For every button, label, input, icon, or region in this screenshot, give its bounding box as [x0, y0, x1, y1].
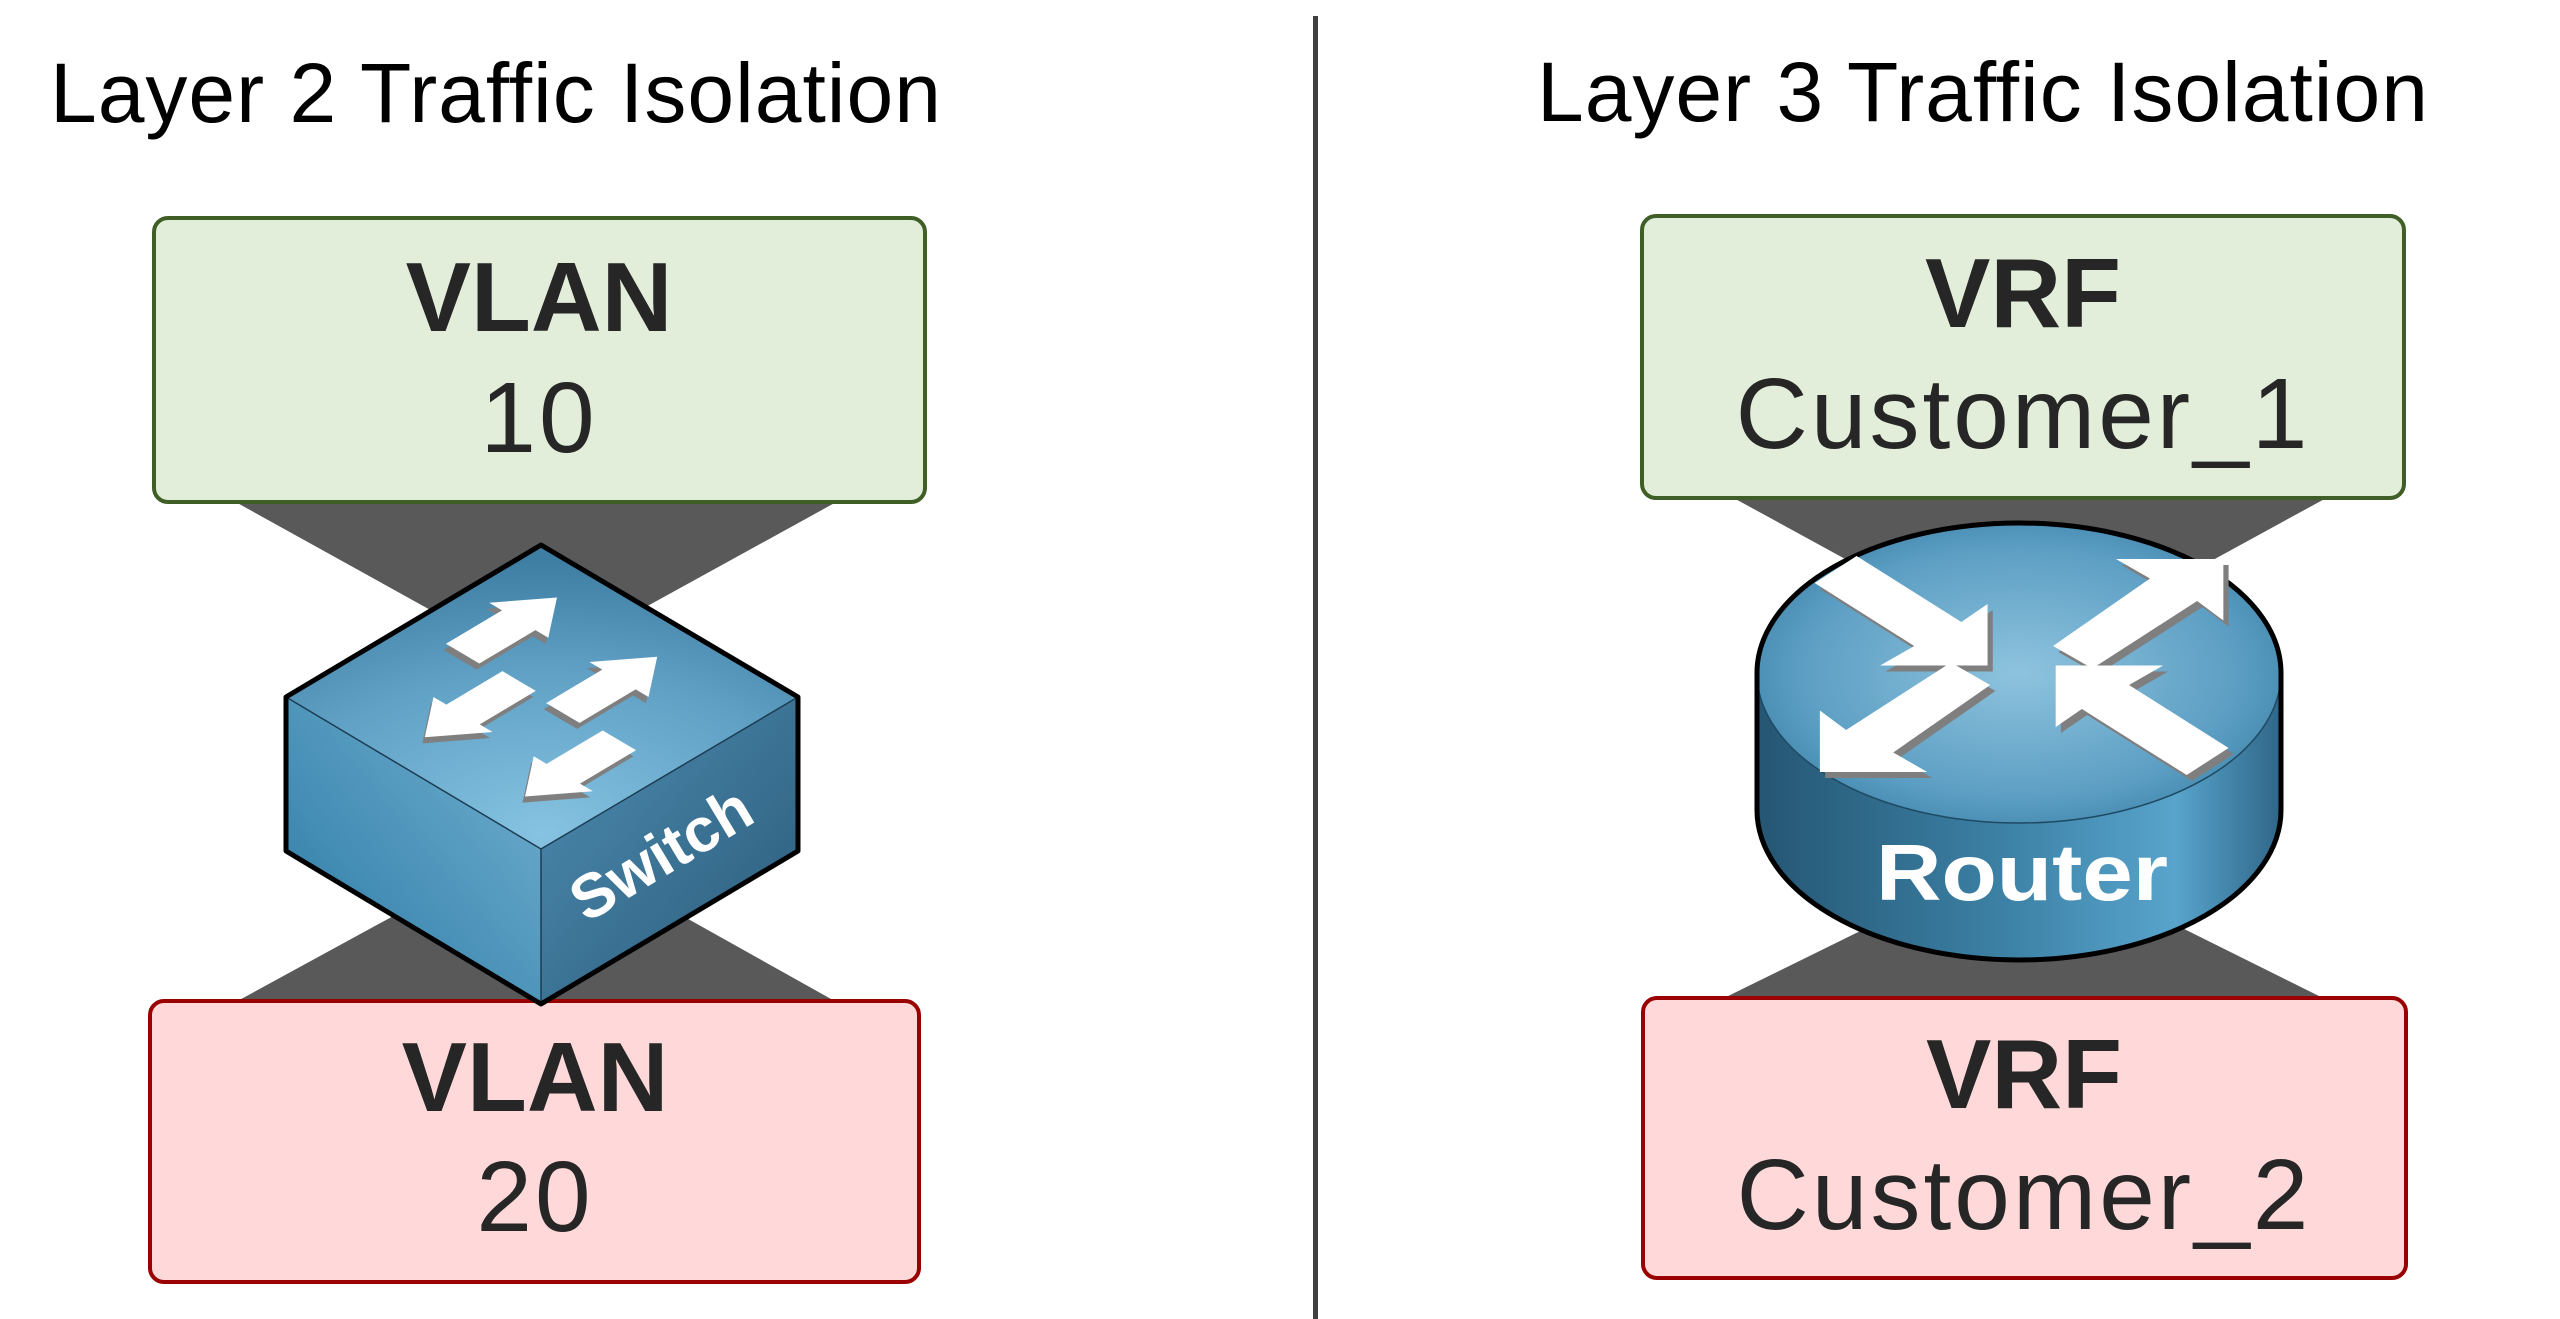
- vlan-20-heading: VLAN: [402, 1022, 669, 1132]
- panel-divider: [1313, 16, 1318, 1319]
- left-panel: VLAN 10 VLAN 20: [148, 216, 927, 1284]
- vlan-20-box[interactable]: VLAN 20: [148, 999, 921, 1284]
- vrf-customer-2-box[interactable]: VRF Customer_2: [1641, 996, 2408, 1280]
- router-outline: [1754, 520, 2284, 963]
- vlan-10-box[interactable]: VLAN 10: [152, 216, 927, 504]
- router-arrow-out-top-right: [2053, 559, 2224, 669]
- right-panel: VRF Customer_1 VRF Customer_2: [1640, 214, 2408, 1280]
- switch-arrow-2: [424, 671, 536, 738]
- vlan-10-value: 10: [480, 362, 597, 474]
- router-label: Router: [1876, 828, 2168, 917]
- vrf-customer-1-box[interactable]: VRF Customer_1: [1640, 214, 2406, 500]
- switch-arrow-4: [525, 730, 637, 797]
- switch-icon[interactable]: Switch: [283, 542, 801, 1007]
- left-panel-title: Layer 2 Traffic Isolation: [50, 46, 942, 140]
- router-icon[interactable]: Router: [1754, 520, 2284, 963]
- vrf-customer-2-heading: VRF: [1926, 1019, 2122, 1129]
- vlan-20-value: 20: [476, 1141, 593, 1253]
- vrf-customer-1-value: Customer_1: [1736, 358, 2311, 470]
- vrf-customer-2-value: Customer_2: [1737, 1139, 2312, 1251]
- switch-right-face: [541, 697, 798, 1004]
- router-arrows: [1814, 556, 2234, 781]
- switch-arrow-1: [445, 597, 557, 664]
- switch-left-face: [286, 697, 541, 1004]
- router-arrow-in-bottom-right: [2055, 665, 2229, 775]
- vlan-10-heading: VLAN: [406, 242, 673, 352]
- switch-arrows: [422, 597, 658, 803]
- vrf-customer-2-box-frame: [1641, 996, 2408, 1280]
- switch-outline: [283, 542, 801, 1007]
- vrf-customer-1-box-frame: [1640, 214, 2406, 500]
- switch-arrow-3: [546, 656, 658, 723]
- router-arrow-in-top-left: [1814, 556, 1988, 666]
- right-panel-title: Layer 3 Traffic Isolation: [1537, 45, 2429, 139]
- vrf-customer-1-heading: VRF: [1925, 238, 2121, 348]
- router-arrow-out-bottom-left: [1819, 662, 1991, 772]
- vlan-10-box-frame: [152, 216, 927, 504]
